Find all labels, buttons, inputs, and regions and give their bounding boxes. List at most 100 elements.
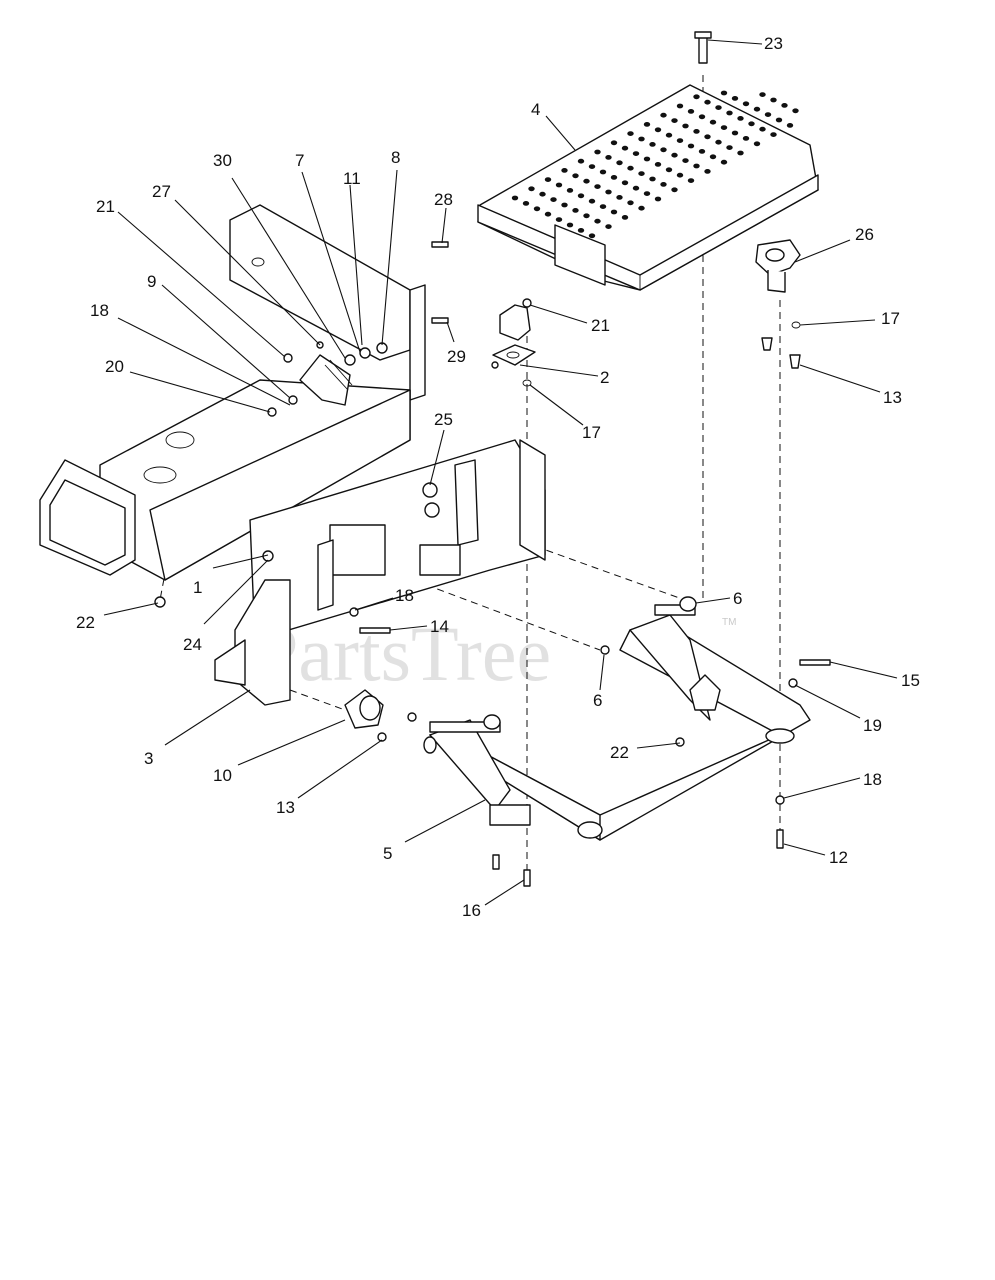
perforation-hole [660,147,667,153]
perforation-hole [555,217,563,223]
perforation-hole [671,118,678,123]
perforation-hole [649,176,656,182]
perforation-hole [770,132,777,138]
perforation-hole [786,123,794,128]
perforation-hole [698,149,706,154]
perforation-hole [709,154,717,160]
perforation-hole [693,163,700,169]
perforation-hole [594,149,601,155]
side-frame-part-3 [154,439,546,706]
perforation-hole [566,188,574,193]
perforation-hole [588,198,596,204]
callout-8: 8 [391,148,400,167]
perforation-hole [687,109,695,114]
perforation-hole [709,119,717,125]
perforation-hole [665,167,673,173]
perforation-hole [759,126,766,132]
perforation-hole [638,205,645,211]
callout-13: 13 [883,388,902,407]
perforation-hole [583,178,590,184]
perforation-hole [742,136,750,141]
perforation-hole [605,189,612,195]
perforation-hole [594,184,601,190]
callout-1: 1 [193,578,202,597]
isolator-part-10 [344,689,417,742]
callout-28: 28 [434,190,453,209]
callout-9: 9 [147,272,156,291]
perforation-hole [522,201,530,206]
perforation-hole [676,103,684,109]
perforation-hole [665,132,673,138]
callout-2: 2 [600,368,609,387]
perforation-hole [781,103,788,108]
perforation-hole [632,185,640,191]
perforation-hole [715,139,722,145]
perforation-hole [616,195,623,200]
perforation-hole [704,169,711,174]
callout-25: 25 [434,410,453,429]
perforation-hole [764,112,772,117]
perforation-hole [687,178,695,184]
leader-lines [103,39,898,906]
perforation-hole [588,233,596,239]
perforation-hole [610,175,618,180]
perforation-hole [577,228,585,233]
callout-18-c: 18 [863,770,882,789]
perforation-hole [715,105,722,110]
perforation-hole [621,180,629,186]
perforation-hole [643,122,651,127]
perforation-hole [583,213,590,219]
perforation-hole [643,191,651,197]
bolt-part-23 [694,31,712,64]
seat-platform-part-4 [477,84,819,291]
callout-22: 22 [76,613,95,632]
callout-7: 7 [295,151,304,170]
perforation-hole [599,204,607,210]
perforation-hole [671,187,678,193]
perforation-hole [555,182,563,188]
perforation-hole [610,140,618,146]
callout-15: 15 [901,671,920,690]
perforation-hole [511,195,519,201]
perforation-hole [704,134,711,140]
callout-22-b: 22 [610,743,629,762]
callout-11: 11 [343,169,361,188]
perforation-hole [638,136,645,142]
perforation-hole [704,99,711,105]
perforation-hole [753,141,761,147]
perforation-hole [616,160,623,166]
perforation-hole [682,158,689,164]
perforation-hole [627,131,634,137]
perforation-hole [737,116,744,121]
perforation-hole [649,142,656,147]
perforation-hole [748,121,755,127]
callout-27: 27 [152,182,171,201]
perforation-hole [693,94,700,100]
perforation-hole [792,108,799,114]
perforation-hole [638,171,645,177]
perforation-hole [720,159,728,165]
perforation-hole [731,130,739,136]
perforation-hole [605,155,612,160]
upper-frame-assembly [39,204,449,581]
perforation-hole [572,208,579,213]
perforation-hole [720,125,728,130]
perforation-hole [610,209,618,215]
callout-17-b: 17 [582,423,601,442]
callout-16: 16 [462,901,481,920]
perforation-hole [627,165,634,171]
perforation-hole [528,186,535,192]
perforation-hole [599,169,607,175]
perforation-hole [654,162,662,167]
perforation-hole [654,196,662,202]
perforation-hole [660,182,667,187]
callout-5: 5 [383,844,392,863]
callout-23: 23 [764,34,783,53]
perforation-hole [737,150,744,156]
callout-30: 30 [213,151,232,170]
callout-13-b: 13 [276,798,295,817]
callouts: 23 4 26 30 7 11 8 21 27 28 9 18 29 21 17… [76,34,920,920]
perforation-hole [544,211,552,217]
perforation-hole [693,129,700,134]
